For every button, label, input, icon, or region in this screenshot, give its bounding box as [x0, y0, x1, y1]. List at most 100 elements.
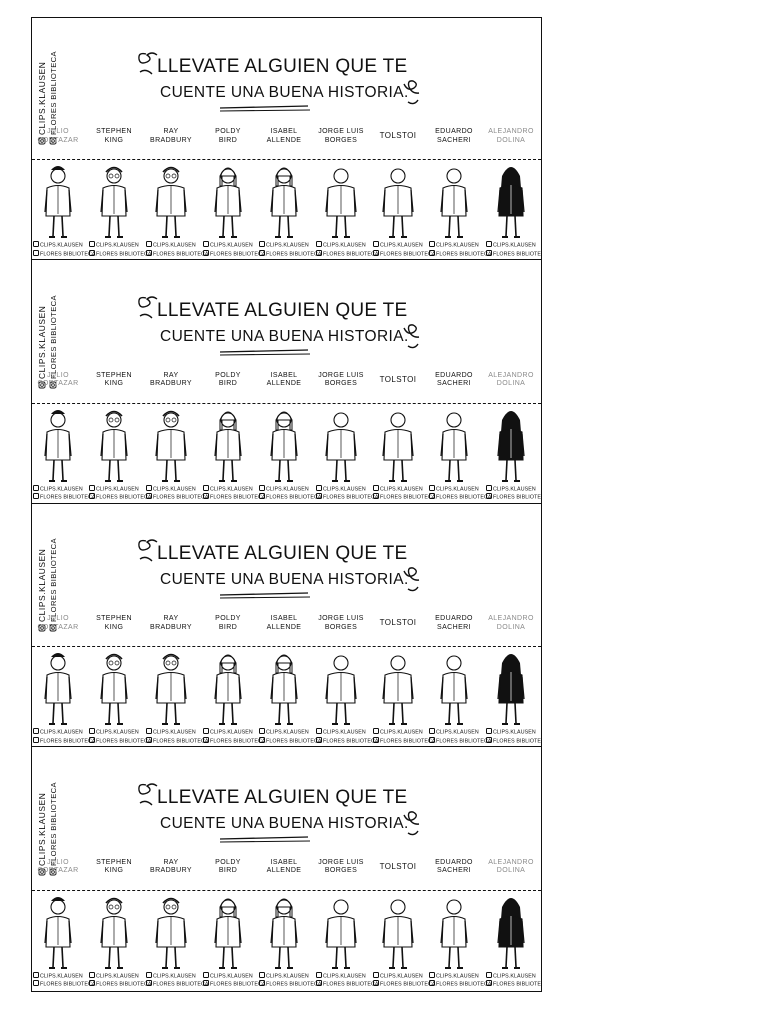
author-name-line-1: JORGE LUIS [318, 128, 364, 135]
instagram-icon [33, 728, 39, 734]
credit-library: FLORES BIBLIOTECA [96, 738, 152, 744]
author-name-line-1: RAY [163, 858, 179, 866]
credit-handle: CLIPS.KLAUSEN [153, 486, 196, 492]
author-illustration [321, 647, 361, 729]
credit-handle-line: CLIPS.KLAUSEN [146, 971, 202, 981]
credit-library: FLORES BIBLIOTECA [153, 494, 209, 501]
author-name-line-2: SACHERI [437, 380, 471, 387]
author-name-line-2: BIRD [218, 136, 238, 144]
credit-library-line: FLORES BIBLIOTECA [203, 736, 265, 746]
credit-library-line: FLORES BIBLIOTECA [89, 980, 151, 989]
credit-library: FLORES BIBLIOTECA [436, 251, 492, 257]
author-name-line-2: ALLENDE [266, 136, 302, 144]
brand-handle: CLIPS.KLAUSEN [37, 792, 47, 865]
author-illustration [321, 160, 361, 242]
instagram-icon [146, 241, 152, 247]
author-name-line-1: ALEJANDRO [488, 858, 534, 866]
author-figures [32, 891, 541, 973]
bookmark-title: LLEVATE ALGUIEN QUE TE CUENTE UNA BUENA … [132, 771, 452, 861]
credit-library-line: FLORES BIBLIOTECA [33, 736, 95, 746]
credit-handle-line: CLIPS.KLAUSEN [486, 971, 541, 981]
credit-library-line: FLORES BIBLIOTECA [89, 249, 151, 259]
author-name-line-1: JORGE LUIS [318, 858, 364, 866]
credit-library: FLORES BIBLIOTECA [493, 738, 541, 744]
credit-handle-line: CLIPS.KLAUSEN [429, 971, 485, 981]
author-name-line-1: EDUARDO [435, 128, 473, 135]
title-line-1: LLEVATE ALGUIEN QUE TE [157, 543, 408, 564]
credit-library-line: FLORES BIBLIOTECA [429, 980, 491, 989]
credit-library-line: FLORES BIBLIOTECA [33, 249, 95, 259]
author-name-line-2: BRADBURY [150, 136, 192, 144]
credit-library-line: FLORES BIBLIOTECA [486, 736, 541, 746]
author-name-line-2: BORGES [324, 623, 358, 631]
credit-library-line: FLORES BIBLIOTECA [486, 493, 541, 502]
title-line-2: CUENTE UNA BUENA HISTORIA. [160, 84, 409, 101]
credit-library: FLORES BIBLIOTECA [40, 251, 96, 257]
author-name-line-2: DOLINA [496, 136, 526, 144]
author-name-line-2: KING [104, 380, 124, 387]
instagram-icon [89, 980, 95, 986]
brand-library: FLORES BIBLIOTECA [49, 50, 58, 135]
swirl-ornament [403, 810, 420, 835]
brand-library: FLORES BIBLIOTECA [49, 537, 58, 622]
author-name-line-2: CORTAZAR [37, 136, 79, 144]
author-name-line-2: BORGES [324, 136, 358, 144]
credit-handle-line: CLIPS.KLAUSEN [486, 728, 541, 737]
credit-handle: CLIPS.KLAUSEN [380, 242, 423, 249]
credit-library: FLORES BIBLIOTECA [266, 251, 322, 257]
brand-logo: CLIPS.KLAUSEN FLORES BIBLIOTECA [37, 294, 58, 388]
bookmark-sheet: CLIPS.KLAUSEN FLORES BIBLIOTECA LLEVATE … [31, 17, 542, 992]
author-name-line-2: SACHERI [437, 136, 471, 144]
instagram-icon [89, 728, 95, 734]
bookmark-strip-1: CLIPS.KLAUSEN FLORES BIBLIOTECA LLEVATE … [32, 18, 541, 260]
title-line-2: CUENTE UNA BUENA HISTORIA. [160, 571, 409, 588]
author-illustration [151, 160, 191, 242]
credit-handle-line: CLIPS.KLAUSEN [429, 241, 485, 250]
title-line-2: CUENTE UNA BUENA HISTORIA. [160, 815, 409, 832]
title-line-1: LLEVATE ALGUIEN QUE TE [157, 56, 408, 77]
credit-library: FLORES BIBLIOTECA [493, 251, 541, 257]
credit-library: FLORES BIBLIOTECA [210, 981, 266, 988]
credit-handle-line: CLIPS.KLAUSEN [373, 241, 429, 250]
author-name-line-1: POLDY [215, 128, 241, 135]
credit-library: FLORES BIBLIOTECA [493, 981, 541, 988]
author-name-line-1: STEPHEN [96, 128, 132, 135]
author-illustration [94, 891, 134, 973]
credit-library: FLORES BIBLIOTECA [380, 981, 436, 988]
credit-library-line: FLORES BIBLIOTECA [33, 493, 95, 502]
credit-handle-line: CLIPS.KLAUSEN [316, 971, 372, 981]
credit-library-line: FLORES BIBLIOTECA [316, 736, 378, 746]
instagram-icon [316, 484, 322, 491]
author-name-line-1: STEPHEN [96, 858, 132, 866]
instagram-icon [89, 736, 95, 743]
credit-handle: CLIPS.KLAUSEN [40, 729, 83, 736]
author-name-line-1: POLDY [215, 615, 241, 622]
instagram-icon [486, 980, 492, 986]
instagram-icon [203, 484, 209, 491]
instagram-icon [486, 736, 492, 743]
bookmark-strip-3: CLIPS.KLAUSEN FLORES BIBLIOTECA LLEVATE … [32, 505, 541, 747]
author-name-line-2: DOLINA [496, 867, 526, 874]
credit-handle-line: CLIPS.KLAUSEN [316, 728, 372, 737]
swirl-ornament [138, 52, 158, 75]
author-illustration [491, 891, 531, 973]
